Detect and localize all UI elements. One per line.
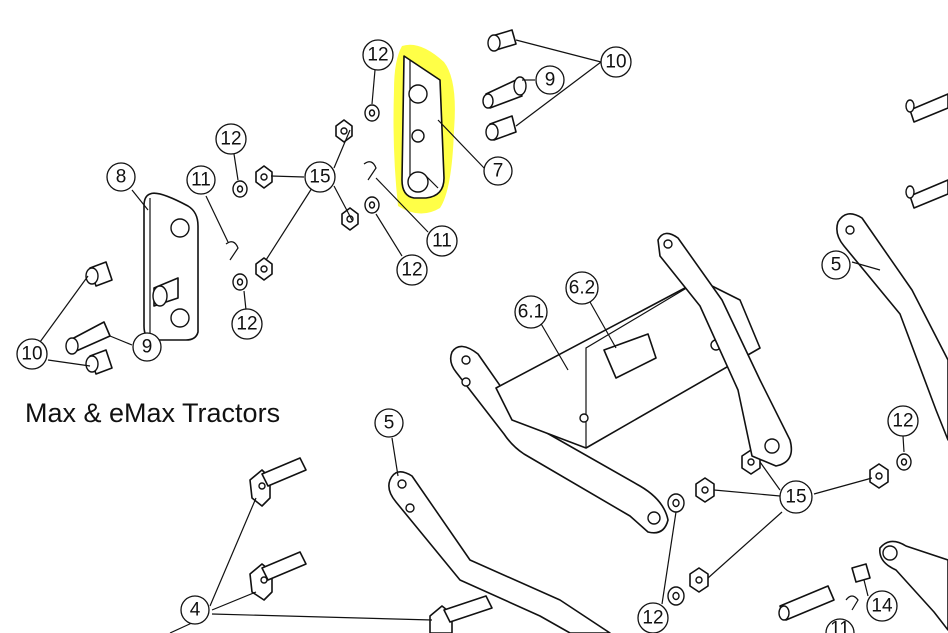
- callout: 12: [231, 308, 263, 340]
- plate-part-7: [401, 55, 445, 199]
- callout: 10: [16, 338, 48, 370]
- callout: 5: [821, 250, 851, 280]
- bolts-part-4: [249, 457, 493, 633]
- svg-text:7: 7: [493, 161, 504, 182]
- callout: 12: [362, 39, 394, 71]
- svg-text:12: 12: [642, 608, 663, 629]
- svg-text:9: 9: [142, 337, 153, 358]
- svg-text:12: 12: [220, 129, 241, 150]
- callout: 6.1: [514, 295, 548, 329]
- leader-lines: [39, 39, 905, 633]
- svg-text:6.2: 6.2: [569, 278, 595, 299]
- svg-text:14: 14: [871, 596, 893, 617]
- callout: 7: [483, 156, 513, 186]
- callout: 11: [825, 618, 855, 633]
- svg-text:12: 12: [401, 260, 422, 281]
- svg-text:8: 8: [116, 167, 127, 188]
- callout: 12: [637, 602, 669, 633]
- callout: 11: [426, 225, 458, 257]
- svg-text:11: 11: [432, 231, 452, 252]
- svg-text:15: 15: [309, 167, 330, 188]
- callout: 12: [396, 254, 428, 286]
- pin-top: [482, 76, 527, 109]
- svg-text:11: 11: [191, 170, 211, 191]
- callout: 12: [215, 123, 247, 155]
- svg-text:4: 4: [190, 600, 201, 621]
- svg-text:15: 15: [785, 487, 806, 508]
- callout: 5: [374, 408, 404, 438]
- callout: 9: [535, 65, 565, 95]
- callout: 10: [600, 46, 632, 78]
- arm-lower: [388, 471, 611, 633]
- svg-text:12: 12: [892, 411, 913, 432]
- plate-part-8: [143, 192, 199, 341]
- callout: 4: [180, 595, 210, 625]
- svg-text:12: 12: [236, 314, 257, 335]
- callout: 9: [132, 332, 162, 362]
- svg-text:5: 5: [384, 413, 395, 434]
- svg-text:9: 9: [545, 70, 556, 91]
- callout: 14: [866, 590, 898, 622]
- bushings-top: [485, 29, 517, 141]
- svg-text:5: 5: [831, 255, 842, 276]
- frame-assembly: [449, 232, 793, 534]
- diagram-caption: Max & eMax Tractors: [25, 398, 280, 428]
- callout: 11: [186, 165, 216, 195]
- callout: 12: [887, 405, 919, 437]
- svg-text:12: 12: [367, 45, 388, 66]
- svg-text:11: 11: [830, 619, 850, 633]
- svg-text:6.1: 6.1: [518, 302, 544, 323]
- callout: 8: [106, 162, 136, 192]
- callout: 15: [779, 480, 813, 514]
- callout: 15: [304, 161, 336, 193]
- svg-text:10: 10: [605, 52, 626, 73]
- bushings-left: [65, 261, 113, 375]
- svg-text:10: 10: [21, 344, 42, 365]
- arm-right: [778, 93, 948, 633]
- callout: 6.2: [565, 271, 599, 305]
